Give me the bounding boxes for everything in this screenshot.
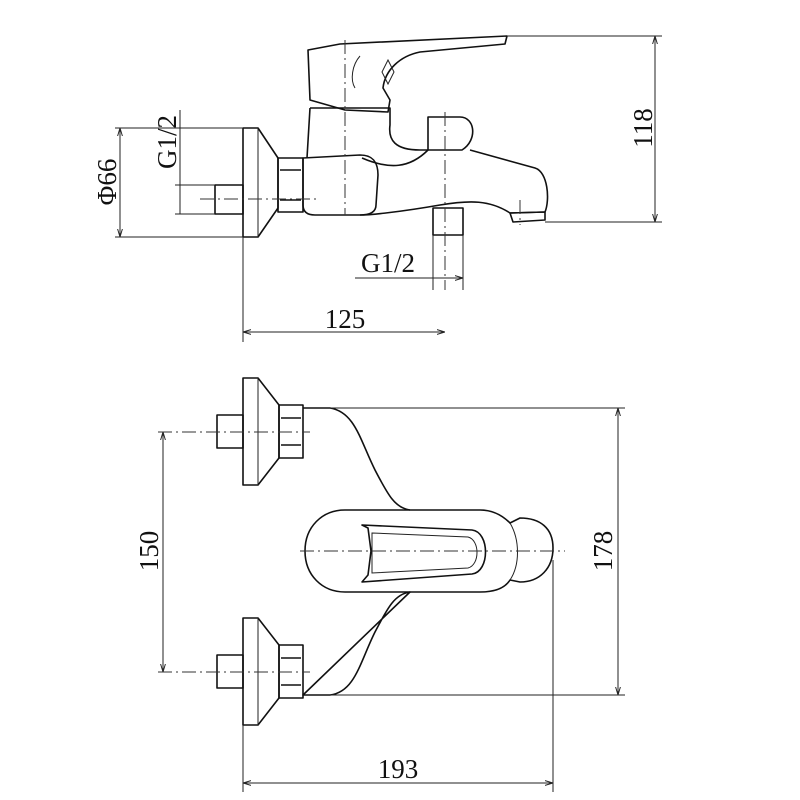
lever-grip	[361, 524, 487, 583]
spout-body	[302, 154, 379, 216]
handle-pivot	[381, 58, 395, 86]
outlet-stub	[432, 207, 464, 236]
top-view: 150 178 193	[134, 377, 625, 792]
body-column	[306, 107, 428, 159]
height-label: 118	[628, 108, 658, 148]
inlet-spacing-label: 150	[134, 531, 164, 572]
width-label: 178	[588, 531, 618, 572]
lever-handle	[307, 35, 508, 113]
diameter-label: Φ66	[92, 159, 122, 206]
outlet-thread-label: G1/2	[361, 248, 415, 278]
hex-nut	[277, 157, 304, 213]
body-outline	[302, 407, 411, 696]
diverter-knob	[427, 116, 474, 151]
side-view: Φ66 G1/2 G1/2 125 118	[92, 35, 662, 342]
wall-flange	[242, 127, 279, 238]
depth-label: 125	[325, 304, 366, 334]
length-label: 193	[378, 754, 419, 784]
inlet-thread-label: G1/2	[152, 115, 182, 169]
spout-outlet	[509, 211, 546, 223]
